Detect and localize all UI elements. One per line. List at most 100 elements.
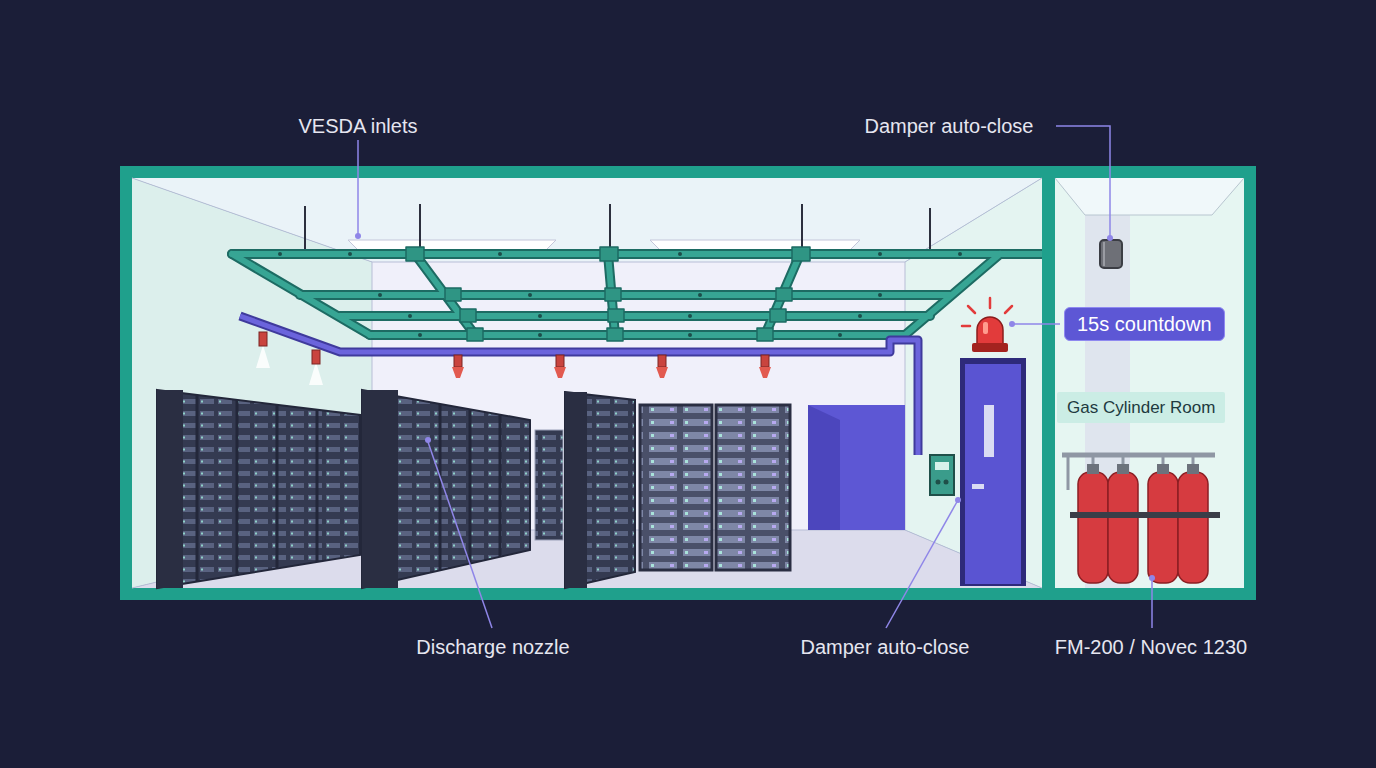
leader-dots xyxy=(955,497,961,503)
server-racks xyxy=(316,410,319,562)
gas-cylinders xyxy=(1070,512,1220,518)
alarm-siren xyxy=(962,298,1012,352)
server-racks xyxy=(565,392,587,588)
discharge-nozzles xyxy=(759,367,771,378)
vesda-pipe-grid xyxy=(905,254,1000,335)
leader-lines xyxy=(1056,126,1110,236)
vesda-pipe-grid xyxy=(608,309,624,322)
alarm-siren xyxy=(1005,306,1012,313)
hanger-rods xyxy=(609,204,611,250)
gas-cylinder-room xyxy=(1212,178,1244,215)
gas-cylinders xyxy=(1087,464,1099,474)
alarm-siren xyxy=(977,317,1003,344)
gas-cylinder-room xyxy=(1042,178,1055,588)
vesda-pipe-grid xyxy=(838,333,842,337)
discharge-pipe xyxy=(240,316,918,455)
vesda-pipe-grid xyxy=(605,288,621,301)
damper-unit xyxy=(1100,240,1122,268)
vesda-pipe-grid xyxy=(278,252,282,256)
alarm-siren xyxy=(968,306,975,313)
vesda-pipe-grid xyxy=(765,254,800,335)
room-frame xyxy=(132,178,1042,588)
vesda-pipe-grid xyxy=(378,293,382,297)
discharge-nozzles xyxy=(556,355,564,367)
node-text: Gas Cylinder Room xyxy=(1067,397,1215,418)
discharge-nozzles xyxy=(256,332,771,385)
vesda-pipe-grid xyxy=(418,333,422,337)
leader-lines xyxy=(1012,323,1060,325)
hanger-rods xyxy=(304,206,306,250)
discharge-nozzles xyxy=(656,367,668,378)
server-racks xyxy=(499,415,502,557)
server-racks xyxy=(157,390,360,588)
node-text: 15s countdown xyxy=(1077,312,1212,336)
vesda-pipe-grid xyxy=(878,293,882,297)
callout-label: VESDA inlets xyxy=(299,114,418,138)
alarm-siren xyxy=(972,343,1008,352)
alarm-siren xyxy=(962,325,970,328)
exit-door xyxy=(965,364,1021,584)
server-racks xyxy=(157,390,183,588)
damper-unit xyxy=(1100,240,1122,268)
callout-label: FM-200 / Novec 1230 xyxy=(1055,635,1247,659)
vesda-pipe-grid xyxy=(415,254,475,335)
server-racks xyxy=(196,395,199,582)
server-racks xyxy=(716,405,790,570)
server-racks xyxy=(565,392,635,588)
room-frame xyxy=(132,178,372,588)
exit-door xyxy=(972,484,984,489)
server-racks xyxy=(440,404,500,570)
discharge-nozzles xyxy=(259,332,267,346)
server-racks xyxy=(236,400,239,576)
vesda-pipe-grid xyxy=(348,252,352,256)
vesda-pipe-grid xyxy=(757,328,773,341)
leader-lines xyxy=(358,126,1152,628)
server-racks xyxy=(157,390,790,588)
control-panel xyxy=(930,455,954,495)
gas-cylinders xyxy=(1148,472,1178,583)
vesda-pipe-grid xyxy=(600,247,618,261)
server-racks xyxy=(535,430,563,540)
discharge-nozzles xyxy=(309,362,323,385)
vesda-pipe-grid xyxy=(688,314,692,318)
vesda-pipe-grid xyxy=(776,288,792,301)
damper-unit xyxy=(1103,242,1105,266)
hanger-rods xyxy=(305,204,1118,250)
room-frame xyxy=(120,166,1256,600)
vesda-pipe-grid xyxy=(878,252,882,256)
exit-door xyxy=(960,358,1026,586)
vesda-pipe-grid xyxy=(698,293,702,297)
countdown-pill: 15s countdown xyxy=(1064,307,1225,341)
gas-cylinders xyxy=(1187,464,1199,474)
hanger-rods xyxy=(419,204,421,250)
discharge-nozzles xyxy=(256,345,270,368)
discharge-nozzles xyxy=(259,332,769,367)
hanger-rods xyxy=(929,208,931,250)
discharge-nozzles xyxy=(761,355,769,367)
gas-cylinders xyxy=(1062,455,1220,583)
vesda-pipe-grid xyxy=(406,247,810,341)
control-panel xyxy=(944,480,949,485)
gas-cylinders xyxy=(1157,464,1169,474)
vesda-pipe-grid xyxy=(300,292,950,298)
gas-cylinders xyxy=(1178,472,1208,583)
vesda-pipe-grid xyxy=(538,333,542,337)
gas-cylinders xyxy=(1108,472,1138,583)
server-racks xyxy=(362,390,398,588)
exit-door xyxy=(984,405,994,457)
vesda-pipe-grid xyxy=(538,314,542,318)
vesda-pipe-grid xyxy=(858,314,862,318)
server-racks xyxy=(276,405,279,569)
server-racks xyxy=(640,405,712,570)
leader-lines xyxy=(357,140,359,234)
discharge-nozzles xyxy=(554,367,566,378)
discharge-nozzles xyxy=(452,367,464,378)
vesda-pipe-grid xyxy=(528,293,532,297)
room-label: Gas Cylinder Room xyxy=(1057,392,1225,423)
callout-label: Discharge nozzle xyxy=(416,635,569,659)
control-panel xyxy=(930,455,954,495)
vesda-pipe-grid xyxy=(958,252,962,256)
vesda-pipe-grid xyxy=(340,313,930,319)
vesda-pipe-grid xyxy=(467,328,483,341)
leader-dots xyxy=(1009,321,1015,327)
